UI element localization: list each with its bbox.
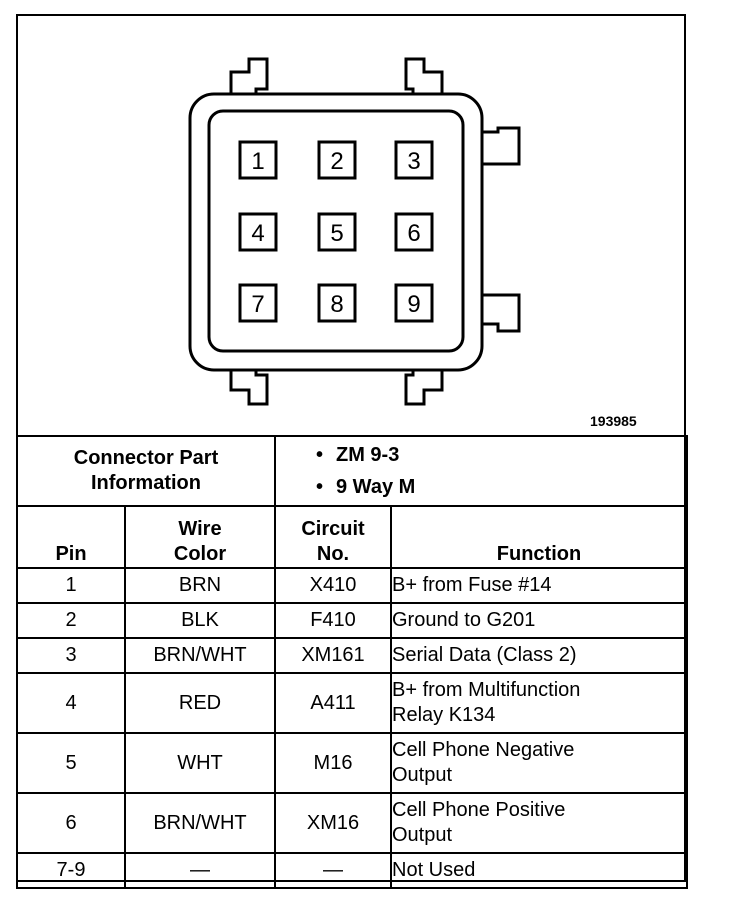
connector-info-list: ZM 9-3 9 Way M	[274, 435, 688, 507]
wire-color-cell: BRN/WHT	[124, 637, 276, 674]
wire-color-cell: BRN	[124, 567, 276, 604]
pin-cavity	[394, 140, 434, 180]
pin-cavity	[317, 212, 357, 252]
pin-cavity	[394, 212, 434, 252]
table-row: 7-9——Not Used	[16, 852, 688, 889]
function-line: B+ from Multifunction	[392, 679, 581, 701]
pin-cell: 7-9	[16, 852, 126, 889]
pin-cell: 4	[16, 672, 126, 734]
wire-color-cell: BLK	[124, 602, 276, 639]
connector-info-row: Connector Part Information ZM 9-3 9 Way …	[16, 435, 688, 507]
pin-label: 8	[330, 291, 343, 318]
pin-cavity	[317, 283, 357, 323]
connector-info-item: ZM 9-3	[316, 439, 686, 471]
function-line: Serial Data (Class 2)	[392, 644, 577, 666]
connector-housing-outer	[188, 92, 484, 372]
pin-label: 5	[330, 220, 343, 247]
function-line: Cell Phone Positive	[392, 799, 566, 821]
circuit-cell: XM161	[274, 637, 392, 674]
function-line: Relay K134	[392, 704, 496, 726]
connector-housing-inner	[207, 109, 465, 353]
function-line: Not Used	[392, 859, 476, 881]
function-cell: Serial Data (Class 2)	[390, 637, 688, 674]
pin-cavity	[238, 283, 278, 323]
function-cell: Not Used	[390, 852, 688, 889]
circuit-cell: —	[274, 852, 392, 889]
function-line: Ground to G201	[392, 609, 536, 631]
latch-bottom-left	[229, 370, 269, 406]
pin-cell: 1	[16, 567, 126, 604]
latch-top-right	[404, 57, 444, 94]
pin-cavity	[394, 283, 434, 323]
function-line: Output	[392, 824, 453, 846]
circuit-cell: X410	[274, 567, 392, 604]
pin-label: 4	[251, 220, 264, 247]
pin-cell: 3	[16, 637, 126, 674]
circuit-cell: A411	[274, 672, 392, 734]
pin-cavity	[317, 140, 357, 180]
figure-id: 193985	[590, 413, 637, 429]
function-cell: Ground to G201	[390, 602, 688, 639]
latch-bottom-right	[404, 370, 444, 406]
wire-color-cell: BRN/WHT	[124, 792, 276, 854]
circuit-cell: XM16	[274, 792, 392, 854]
connector-info-label: Connector Part Information	[16, 435, 276, 507]
pin-label: 7	[251, 291, 264, 318]
function-cell: B+ from Fuse #14	[390, 567, 688, 604]
pin-cell: 5	[16, 732, 126, 794]
connector-table: Connector Part Information ZM 9-3 9 Way …	[16, 435, 688, 889]
latch-right-bottom	[482, 293, 521, 333]
pin-label: 2	[330, 148, 343, 175]
connector-info-item: 9 Way M	[316, 471, 686, 503]
table-header-row: Pin Wire Color Circuit No. Function	[16, 505, 688, 569]
connector-info-label-line2: Information	[91, 472, 201, 494]
header-pin: Pin	[16, 505, 126, 569]
pin-label: 1	[251, 148, 264, 175]
pin-cavity	[238, 140, 278, 180]
pin-cavity	[238, 212, 278, 252]
pin-label: 9	[407, 291, 420, 318]
header-function: Function	[390, 505, 688, 569]
pin-label: 6	[407, 220, 420, 247]
header-circuit: Circuit No.	[274, 505, 392, 569]
latch-top-left	[229, 57, 269, 94]
latch-right-top	[482, 126, 521, 166]
pin-cell: 2	[16, 602, 126, 639]
connector-info-label-line1: Connector Part	[73, 447, 219, 469]
function-line: Cell Phone Negative	[392, 739, 575, 761]
header-wire-color: Wire Color	[124, 505, 276, 569]
wire-color-cell: RED	[124, 672, 276, 734]
circuit-cell: F410	[274, 602, 392, 639]
wire-color-cell: WHT	[124, 732, 276, 794]
pin-label: 3	[407, 148, 420, 175]
pin-cell: 6	[16, 792, 126, 854]
wire-color-cell: —	[124, 852, 276, 889]
connector-diagram: 1 2 3 4 5 6 7 8 9	[188, 57, 521, 406]
circuit-cell: M16	[274, 732, 392, 794]
function-line: B+ from Fuse #14	[392, 574, 552, 596]
function-line: Output	[392, 764, 453, 786]
